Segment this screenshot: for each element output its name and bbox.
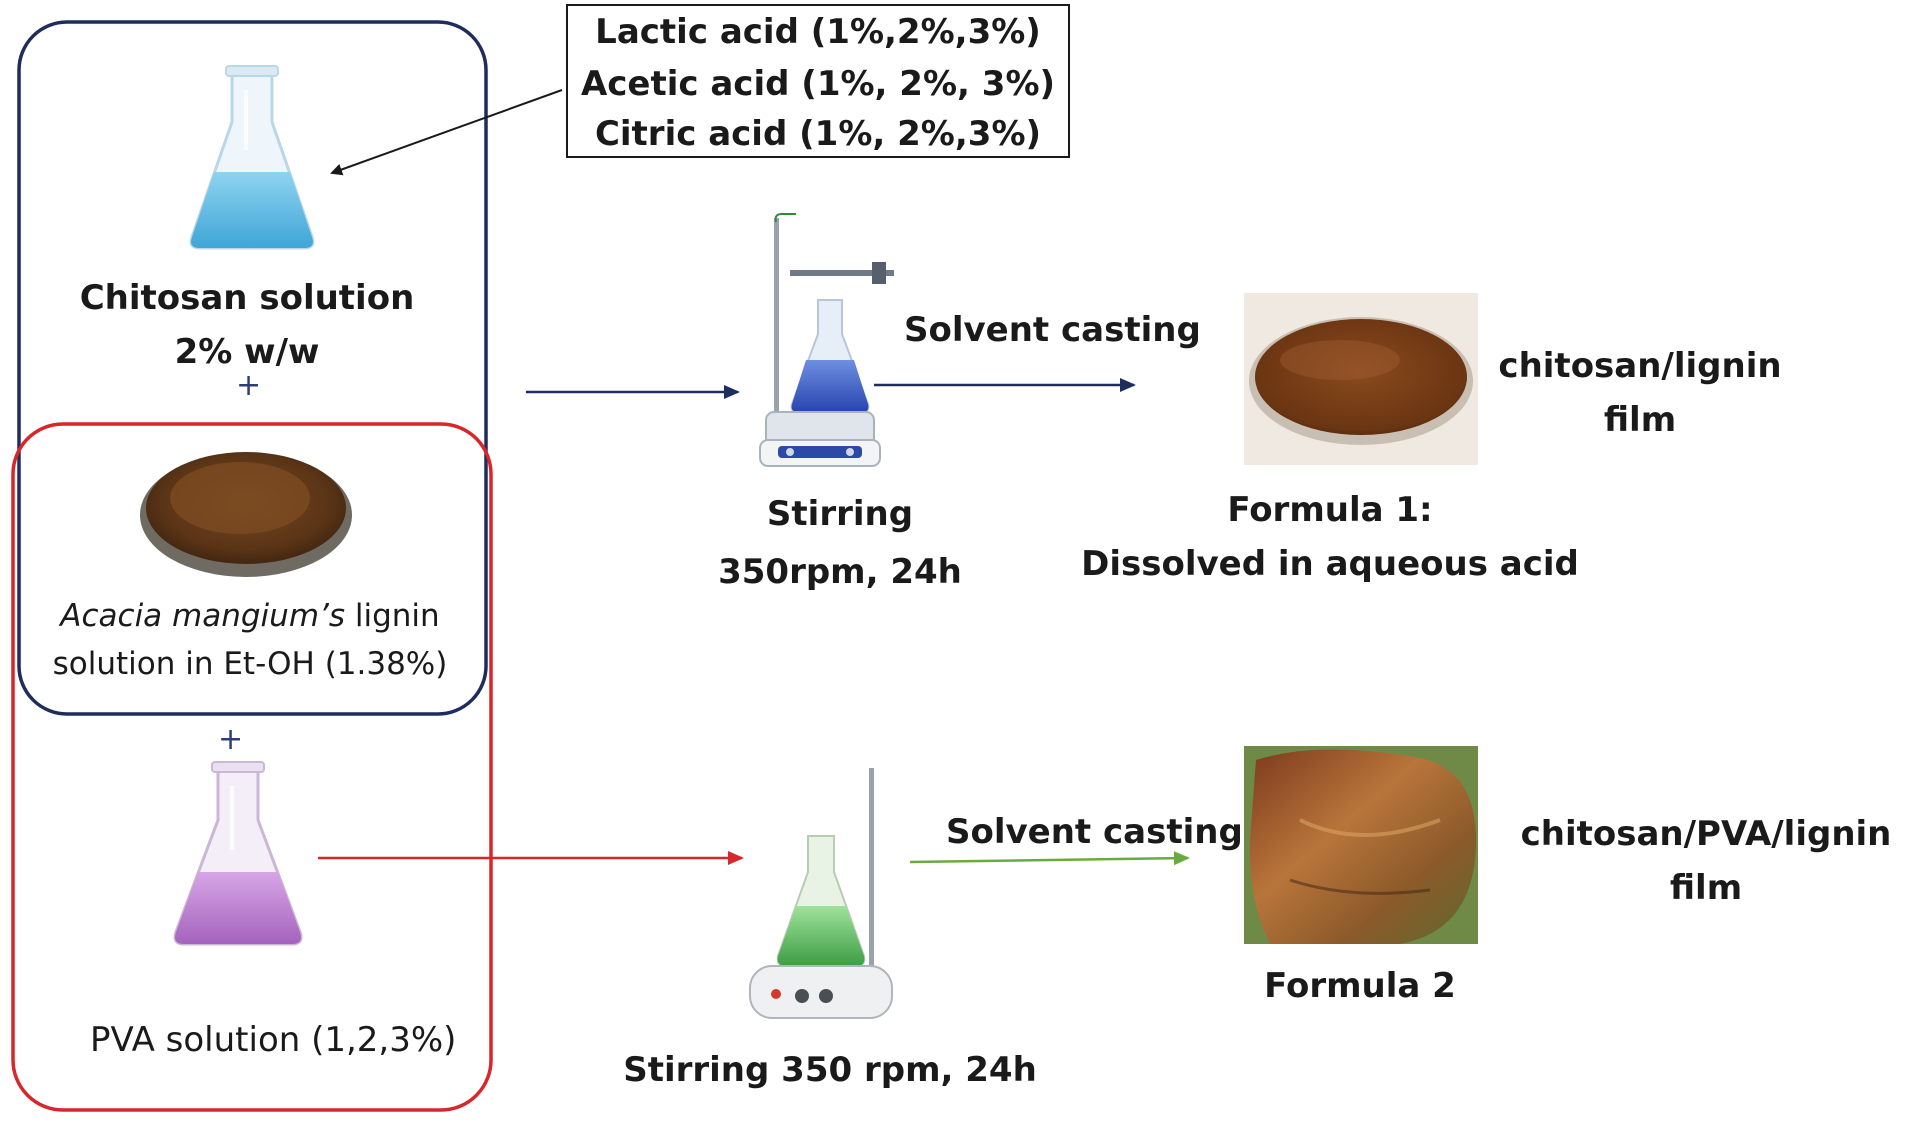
chitosan-label: Chitosan solution	[79, 278, 415, 318]
stirring1-label: Stirring	[766, 494, 914, 534]
solvent-casting-2-label: Solvent casting	[946, 812, 1243, 852]
acid-acetic-label: Acetic acid (1%, 2%, 3%)	[580, 64, 1056, 104]
acid-citric-label: Citric acid (1%, 2%,3%)	[594, 114, 1042, 154]
lignin-powder-dish-icon	[140, 452, 352, 577]
stirrer-apparatus-2-icon	[749, 768, 893, 1019]
formula2-title: Formula 2	[1264, 966, 1456, 1006]
lignin-pva-group-box	[11, 422, 493, 1112]
chitosan-concentration-label: 2% w/w	[174, 332, 320, 372]
acid-lactic-label: Lactic acid (1%,2%,3%)	[595, 12, 1041, 52]
film1-label-line2: film	[1603, 400, 1677, 440]
pva-label: PVA solution (1,2,3%)	[90, 1020, 457, 1060]
lignin-label: Acacia mangium’s lignin	[30, 598, 470, 634]
stirrer-apparatus-1-icon	[759, 213, 894, 467]
stirring1-conditions-label: 350rpm, 24h	[718, 552, 962, 592]
chitosan-flask-icon	[189, 65, 315, 250]
film2-label-line2: film	[1669, 868, 1743, 908]
chitosan-lignin-group-box	[17, 20, 488, 716]
pva-flask-icon	[173, 761, 303, 946]
solvent-casting-1-label: Solvent casting	[904, 310, 1201, 350]
chitosan-lignin-film-photo	[1244, 293, 1478, 465]
formula1-title: Formula 1:	[1227, 490, 1433, 530]
acid-to-chitosan-arrow	[330, 89, 563, 176]
lignin-word: lignin	[345, 598, 440, 634]
chitosan-pva-lignin-film-photo	[1244, 746, 1478, 944]
plus-sign-1: +	[236, 368, 262, 403]
stirring2-label: Stirring 350 rpm, 24h	[623, 1050, 1037, 1090]
plus-sign-2: +	[218, 722, 244, 757]
stirring2-to-film2-arrow	[909, 851, 1190, 866]
film1-label: chitosan/lignin	[1498, 346, 1782, 386]
lignin-solution-label: solution in Et-OH (1.38%)	[52, 646, 448, 682]
lignin-species: Acacia mangium’s	[60, 598, 346, 634]
film2-label: chitosan/PVA/lignin	[1520, 814, 1892, 854]
acid-list-box: Lactic acid (1%,2%,3%) Acetic acid (1%, …	[566, 4, 1070, 158]
formula1-description: Dissolved in aqueous acid	[1081, 544, 1579, 584]
